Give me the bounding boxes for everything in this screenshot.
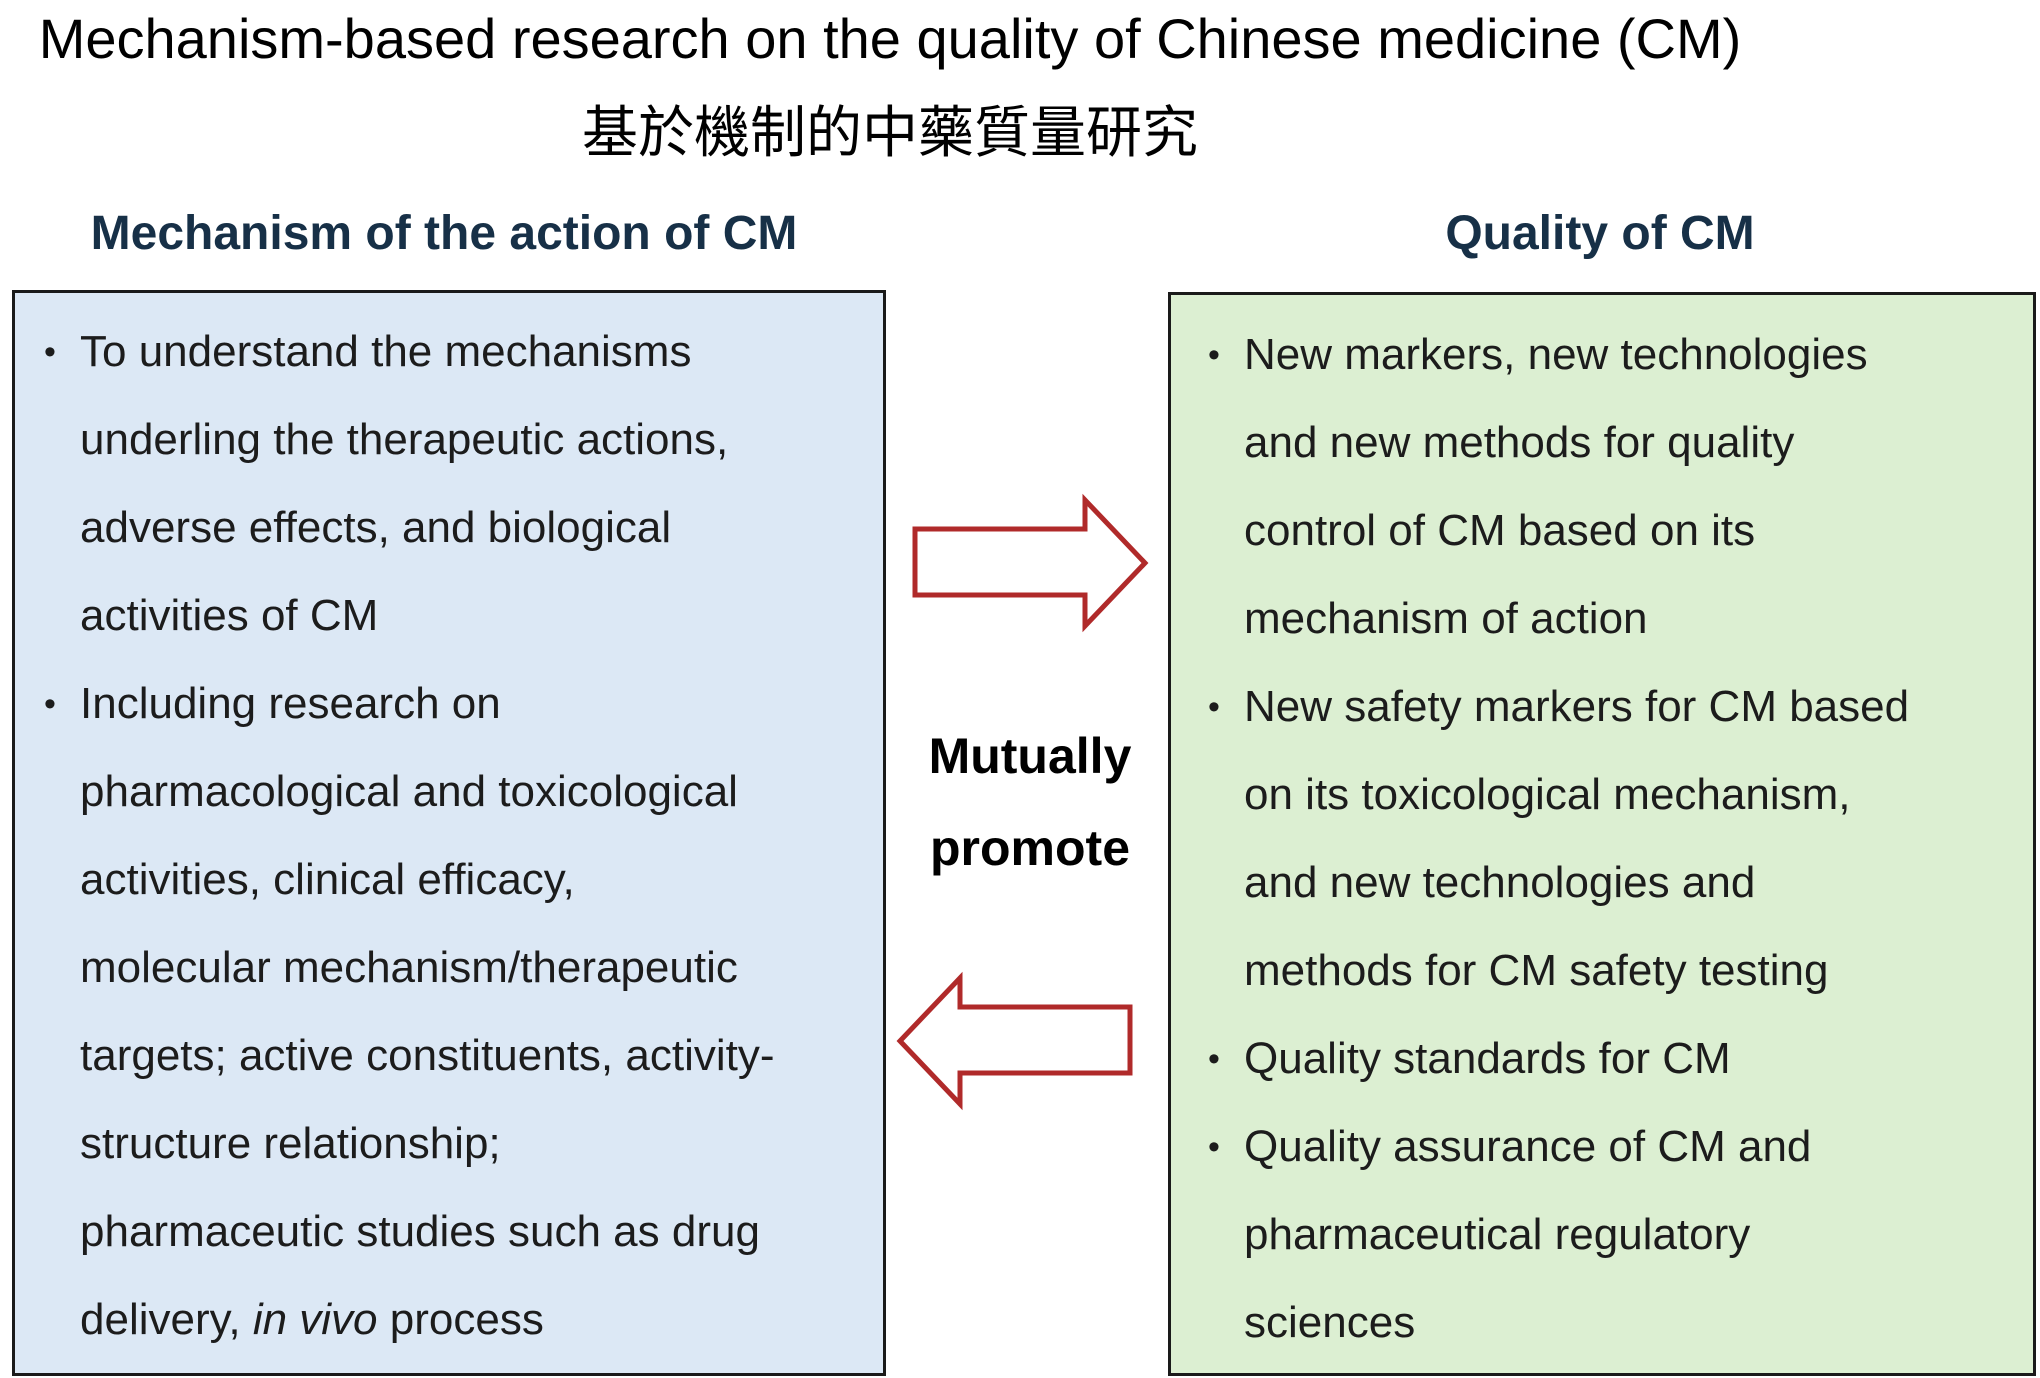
bullet-icon: •: [1208, 1128, 1220, 1166]
bullet-line: Quality standards for CM: [1244, 1034, 1731, 1083]
right-bullet-item: • New safety markers for CM based on its…: [1208, 663, 2024, 1015]
left-panel-box: [12, 290, 886, 1376]
bullet-icon: •: [1208, 688, 1220, 726]
left-panel-heading: Mechanism of the action of CM: [90, 207, 798, 260]
left-arrow-icon: [896, 971, 1133, 1111]
right-bullet-item: • New markers, new technologies and new …: [1208, 311, 2024, 663]
left-bullet-item: • Including research on pharmacological …: [44, 660, 870, 1364]
right-arrow-icon: [912, 493, 1149, 633]
right-bullet-item: • Quality standards for CM: [1208, 1015, 2024, 1103]
line-text: delivery,: [80, 1295, 253, 1344]
right-panel-box: [1168, 292, 2036, 1376]
bullet-line: and new technologies and: [1244, 858, 1756, 907]
bullet-line: activities of CM: [80, 591, 379, 640]
bullet-line: adverse effects, and biological: [80, 503, 672, 552]
label-line: Mutually: [928, 728, 1132, 784]
bullet-line: on its toxicological mechanism,: [1244, 770, 1851, 819]
right-bullet-item: • Quality assurance of CM and pharmaceut…: [1208, 1103, 2024, 1367]
bullet-line: New markers, new technologies: [1244, 330, 1868, 379]
bullet-line: mechanism of action: [1244, 594, 1648, 643]
bullet-line: targets; active constituents, activity-: [80, 1031, 775, 1080]
italic-text: in vivo: [252, 1295, 378, 1344]
bullet-line: and new methods for quality: [1244, 418, 1795, 467]
bullet-line: pharmaceutic studies such as drug: [80, 1207, 760, 1256]
bullet-icon: •: [1208, 336, 1220, 374]
bullet-line: pharmaceutical regulatory: [1244, 1210, 1751, 1259]
bullet-line: activities, clinical efficacy,: [80, 855, 575, 904]
right-bullet-list: • New markers, new technologies and new …: [1208, 311, 2024, 1367]
bullet-line: New safety markers for CM based: [1244, 682, 1910, 731]
bullet-line: methods for CM safety testing: [1244, 946, 1829, 995]
label-line: promote: [930, 820, 1130, 876]
bullet-icon: •: [1208, 1040, 1220, 1078]
bullet-line: Quality assurance of CM and: [1244, 1122, 1812, 1171]
mutually-promote-label: Mutually promote: [900, 710, 1160, 894]
bullet-icon: •: [44, 685, 56, 723]
title-chinese: 基於機制的中藥質量研究: [582, 101, 1198, 166]
right-panel-heading: Quality of CM: [1445, 207, 1755, 260]
bullet-line: Including research on: [80, 679, 501, 728]
left-bullet-item: • To understand the mechanisms underling…: [44, 308, 870, 660]
bullet-line: pharmacological and toxicological: [80, 767, 738, 816]
bullet-line: control of CM based on its: [1244, 506, 1756, 555]
bullet-line: molecular mechanism/therapeutic: [80, 943, 738, 992]
bullet-line: structure relationship;: [80, 1119, 501, 1168]
left-bullet-list: • To understand the mechanisms underling…: [44, 308, 870, 1364]
bullet-line: underling the therapeutic actions,: [80, 415, 729, 464]
bullet-line: To understand the mechanisms: [80, 327, 692, 376]
line-text: process: [377, 1295, 544, 1344]
bullet-line-last: delivery, in vivo process: [80, 1276, 870, 1364]
title-english: Mechanism-based research on the quality …: [38, 7, 1742, 70]
bullet-icon: •: [44, 333, 56, 371]
bullet-line: sciences: [1244, 1298, 1416, 1347]
